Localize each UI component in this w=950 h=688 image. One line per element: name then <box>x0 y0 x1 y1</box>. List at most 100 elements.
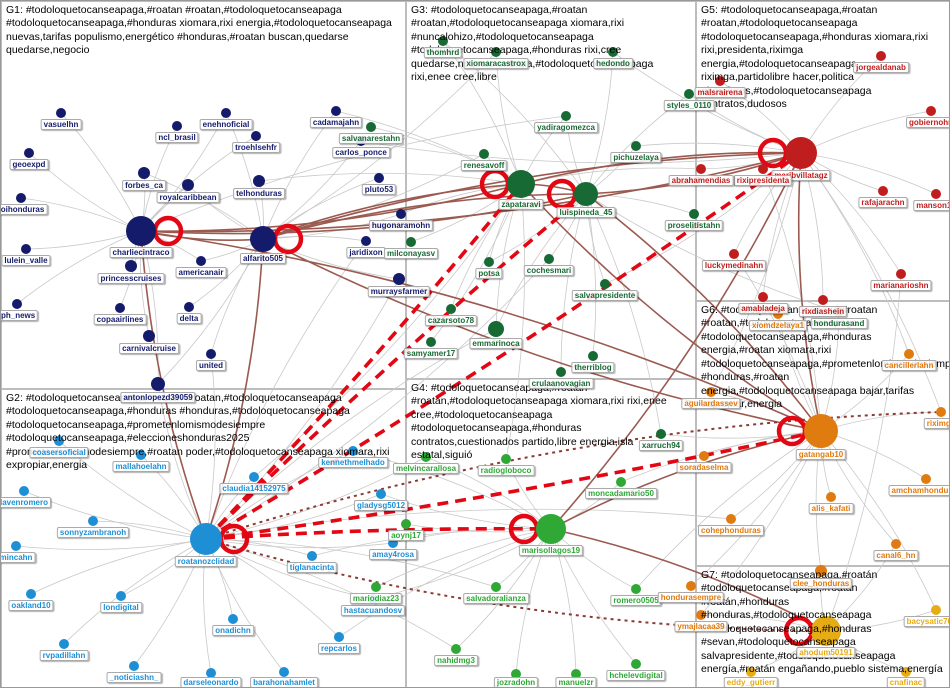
node-bacysatic76506[interactable] <box>931 605 941 615</box>
node-clee_honduras[interactable] <box>815 565 827 577</box>
node-cadamajahn[interactable] <box>331 106 341 116</box>
node-mallahoelahn[interactable] <box>136 450 146 460</box>
node-pichuzelaya[interactable] <box>631 141 641 151</box>
node-royalcaribbean[interactable] <box>182 179 194 191</box>
node-amchamhonduras[interactable] <box>921 474 931 484</box>
node-canal6_hn[interactable] <box>891 539 901 549</box>
node-troehlsehfr[interactable] <box>251 131 261 141</box>
node-roatanozclidad[interactable] <box>190 523 222 555</box>
node-cazarsoto78[interactable] <box>446 304 456 314</box>
node-radiogloboco[interactable] <box>501 454 511 464</box>
node-nahidmg3[interactable] <box>451 644 461 654</box>
node-jaridixon[interactable] <box>361 236 371 246</box>
node-vasuelhn[interactable] <box>56 108 66 118</box>
node-_noticiashn_[interactable] <box>129 661 139 671</box>
node-pluto53[interactable] <box>374 173 384 183</box>
node-luispineda_45[interactable] <box>574 182 598 206</box>
node-amabladeja[interactable] <box>758 292 768 302</box>
node-milconayasv[interactable] <box>406 237 416 247</box>
node-charliecintraco[interactable] <box>126 216 156 246</box>
node-yadiragomezca[interactable] <box>561 111 571 121</box>
node-alfarito505[interactable] <box>250 226 276 252</box>
node-americanair[interactable] <box>196 256 206 266</box>
node-luckymedinahn[interactable] <box>729 249 739 259</box>
node-aoynj17[interactable] <box>401 519 411 529</box>
node-lulein_valle[interactable] <box>21 244 31 254</box>
node-lavenromero[interactable] <box>19 486 29 496</box>
node-gatangab10[interactable] <box>804 414 838 448</box>
node-proselitistahn[interactable] <box>689 209 699 219</box>
node-hchelevdigital[interactable] <box>631 659 641 669</box>
node-malsrairena[interactable] <box>715 76 725 86</box>
node-marisollagos19[interactable] <box>536 514 566 544</box>
node-thomhrd[interactable] <box>438 36 448 46</box>
node-hastacuandosv[interactable] <box>368 594 378 604</box>
node-aguilardassev[interactable] <box>706 387 716 397</box>
node-jorgealdanab[interactable] <box>876 51 886 61</box>
node-sonnyzambranoh[interactable] <box>88 516 98 526</box>
node-rixipresidenta[interactable] <box>758 164 768 174</box>
node-darseleonardo[interactable] <box>206 668 216 678</box>
node-amay4rosa[interactable] <box>388 538 398 548</box>
node-soradaselma[interactable] <box>699 451 709 461</box>
node-therriblog[interactable] <box>588 351 598 361</box>
node-romero0505[interactable] <box>631 584 641 594</box>
node-gobiernohn[interactable] <box>926 106 936 116</box>
node-oakland10[interactable] <box>26 589 36 599</box>
node-hondurasempre[interactable] <box>686 581 696 591</box>
node-princesscruises[interactable] <box>125 260 137 272</box>
node-carnivalcruise[interactable] <box>143 330 155 342</box>
node-hedondo[interactable] <box>608 47 618 57</box>
node-melvincarallosa[interactable] <box>421 452 431 462</box>
node-cohephonduras[interactable] <box>726 514 736 524</box>
node-kennethmelhado[interactable] <box>348 446 358 456</box>
node-rixdiashein[interactable] <box>818 295 828 305</box>
node-emmarinoca[interactable] <box>488 321 504 337</box>
node-riximga[interactable] <box>936 407 946 417</box>
node-ymajlacaa39[interactable] <box>696 610 706 620</box>
node-delta[interactable] <box>184 302 194 312</box>
node-salvadoralianza[interactable] <box>491 582 501 592</box>
node-roihonduras[interactable] <box>16 193 26 203</box>
node-londigital[interactable] <box>116 591 126 601</box>
node-united[interactable] <box>206 349 216 359</box>
node-salvanarestahn[interactable] <box>366 122 376 132</box>
node-telhonduras[interactable] <box>253 175 265 187</box>
node-marianarioshn[interactable] <box>896 269 906 279</box>
node-repcarlos[interactable] <box>334 632 344 642</box>
node-styles_0110[interactable] <box>684 89 694 99</box>
node-lph_news[interactable] <box>12 299 22 309</box>
node-enehnoficial[interactable] <box>221 108 231 118</box>
node-rafajarachn[interactable] <box>878 186 888 196</box>
node-onadichn[interactable] <box>228 614 238 624</box>
node-antonlopezd39059[interactable] <box>151 377 165 391</box>
node-barahonahamlet[interactable] <box>279 667 289 677</box>
node-zapataravi[interactable] <box>507 170 535 198</box>
node-carlos_ponce[interactable] <box>356 136 366 146</box>
node-jozradohn[interactable] <box>511 669 521 679</box>
node-gladysg5012[interactable] <box>376 489 386 499</box>
node-claudia14152975[interactable] <box>249 472 259 482</box>
node-geoexpd[interactable] <box>24 148 34 158</box>
node-mariodiaz23[interactable] <box>371 582 381 592</box>
node-manuelzr[interactable] <box>571 669 581 679</box>
node-alis_kafati[interactable] <box>826 492 836 502</box>
node-eddy_gutierr[interactable] <box>746 667 756 677</box>
node-cochesmari[interactable] <box>544 254 554 264</box>
node-potsa[interactable] <box>484 257 494 267</box>
node-rvpadillahn[interactable] <box>59 639 69 649</box>
node-hugonaramohn[interactable] <box>396 209 406 219</box>
node-hondurasand[interactable] <box>834 307 844 317</box>
node-forbes_ca[interactable] <box>138 167 150 179</box>
node-ncl_brasil[interactable] <box>172 121 182 131</box>
node-mincahn[interactable] <box>11 541 21 551</box>
node-copaairlines[interactable] <box>115 303 125 313</box>
node-manson15[interactable] <box>931 189 941 199</box>
node-cnafinac[interactable] <box>901 667 911 677</box>
node-coasersoficial[interactable] <box>54 436 64 446</box>
node-cancillerlahn[interactable] <box>904 349 914 359</box>
node-xarruch94[interactable] <box>656 429 666 439</box>
node-maribvillatagz[interactable] <box>785 137 817 169</box>
node-tiglanacinta[interactable] <box>307 551 317 561</box>
node-moncadamario50[interactable] <box>616 477 626 487</box>
